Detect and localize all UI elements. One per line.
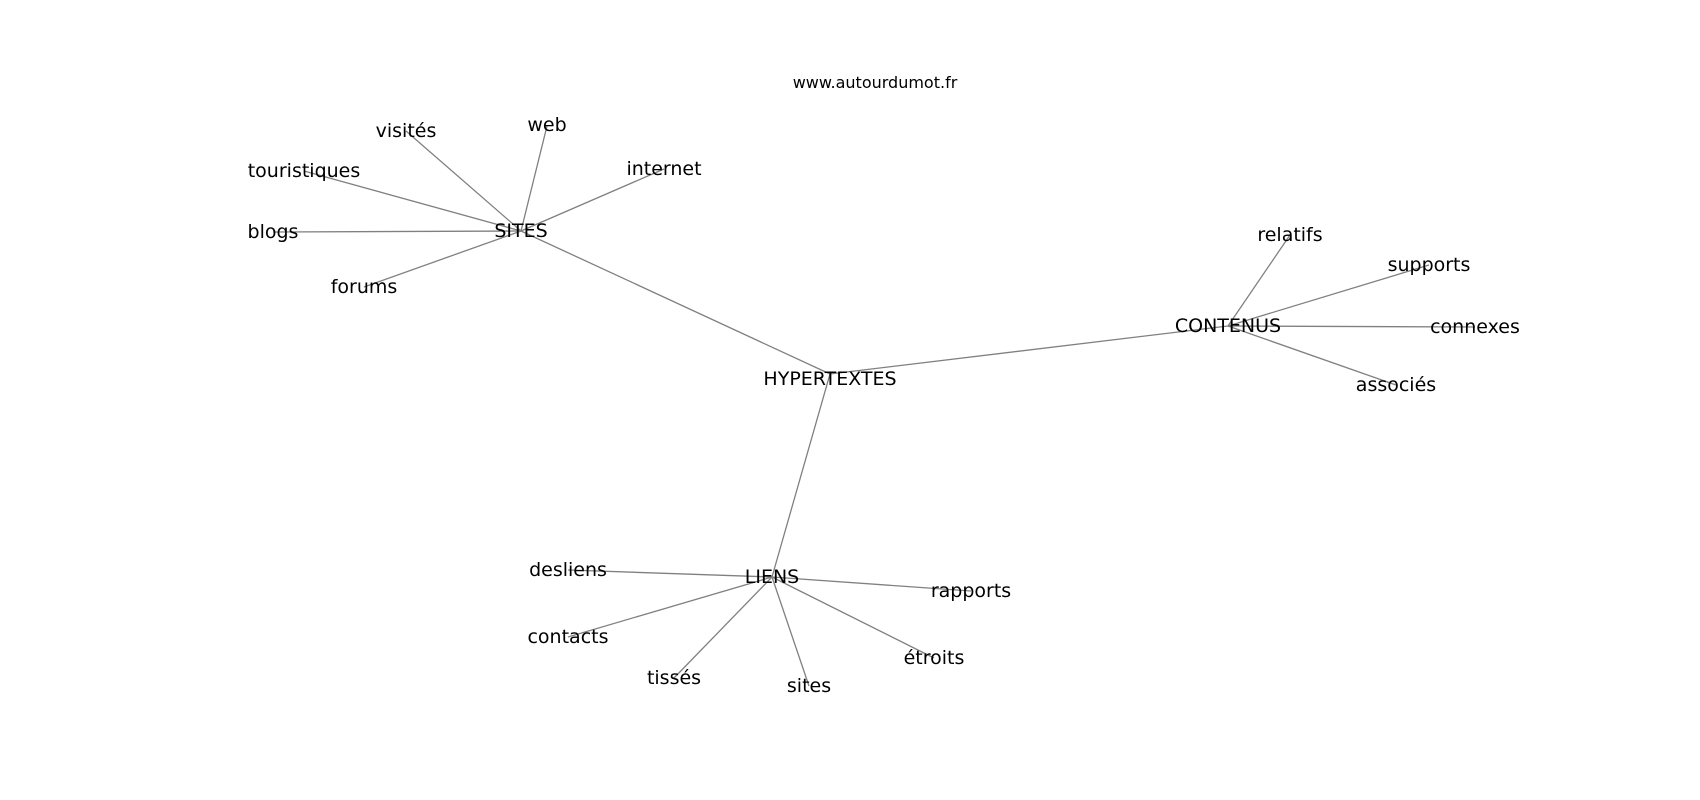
node-visites: visités	[376, 120, 437, 142]
edge-contenus-connexes	[1227, 325, 1476, 328]
node-sites: sites	[787, 675, 831, 697]
edge-sites-hub-touristiques	[303, 170, 522, 232]
edge-hypertextes-sites-hub	[520, 230, 831, 375]
labels-layer: www.autourdumot.fr HYPERTEXTES SITES CON…	[248, 73, 1520, 697]
edge-contenus-supports	[1227, 264, 1430, 327]
source-label: www.autourdumot.fr	[793, 73, 958, 92]
node-touristiques: touristiques	[248, 160, 361, 182]
node-tisses: tissés	[647, 667, 701, 689]
edge-sites-hub-blogs	[272, 230, 522, 233]
node-connexes: connexes	[1430, 316, 1520, 338]
node-etroits: étroits	[904, 647, 965, 669]
edge-contenus-associes	[1227, 325, 1397, 386]
edges-layer	[272, 125, 1476, 687]
node-sites-hub: SITES	[494, 220, 547, 242]
edge-sites-hub-visites	[405, 130, 522, 232]
edge-liens-sites	[771, 576, 810, 687]
edge-contenus-relatifs	[1227, 234, 1291, 327]
edge-liens-contacts	[567, 576, 773, 638]
node-rapports: rapports	[931, 580, 1011, 602]
edge-sites-hub-forums	[363, 230, 522, 288]
edge-hypertextes-contenus	[829, 325, 1229, 375]
edge-sites-hub-internet	[520, 168, 665, 232]
node-desliens: desliens	[529, 559, 607, 581]
node-supports: supports	[1388, 254, 1471, 276]
node-forums: forums	[331, 276, 398, 298]
node-relatifs: relatifs	[1257, 224, 1322, 246]
node-web: web	[527, 114, 566, 136]
node-contenus: CONTENUS	[1175, 315, 1281, 337]
edge-sites-hub-web	[520, 125, 548, 232]
node-hypertextes: HYPERTEXTES	[763, 368, 896, 390]
edge-liens-etroits	[771, 576, 935, 659]
node-associes: associés	[1356, 374, 1436, 396]
node-contacts: contacts	[527, 626, 608, 648]
node-liens: LIENS	[745, 566, 799, 588]
node-internet: internet	[626, 158, 701, 180]
edge-liens-desliens	[567, 569, 773, 578]
node-blogs: blogs	[248, 221, 299, 243]
edge-hypertextes-liens	[771, 373, 831, 578]
edge-liens-tisses	[673, 576, 773, 679]
edge-liens-rapports	[771, 576, 972, 592]
